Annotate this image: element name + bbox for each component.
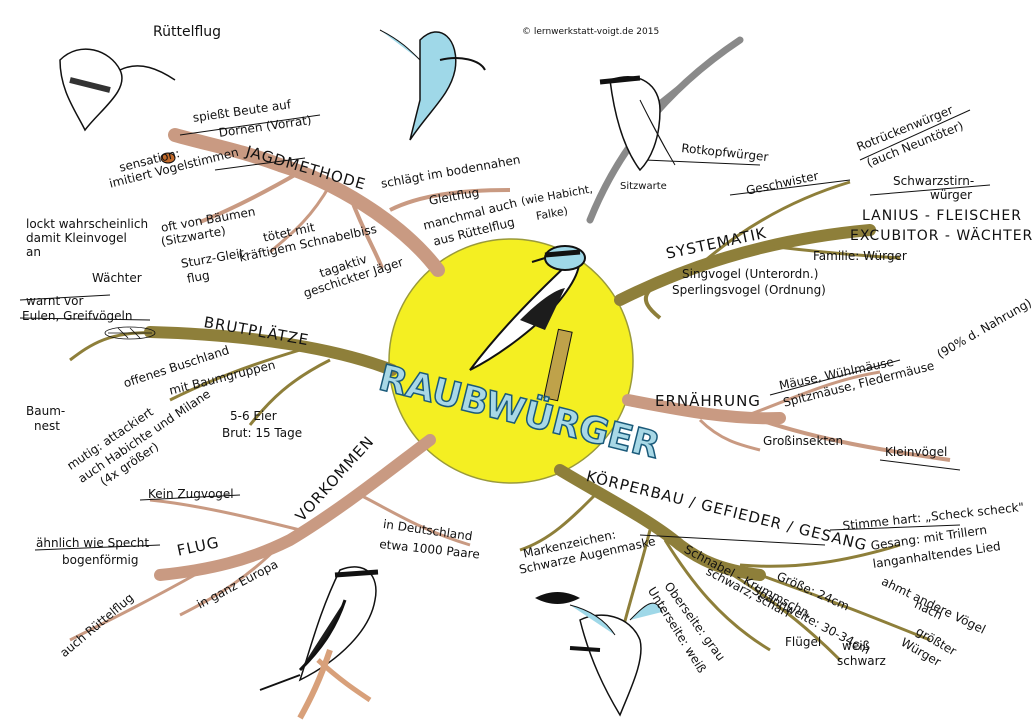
brut-item-1: warnt vor <box>26 294 84 308</box>
jagd-item-4: lockt wahrscheinlich <box>26 217 149 231</box>
nest-net-icon <box>104 326 156 340</box>
acorn-icon <box>160 152 176 164</box>
branch-label-ernaehrung: ERNÄHRUNG <box>655 392 761 410</box>
bird-top-left-flying <box>59 48 176 132</box>
eye-mask-icon <box>535 592 580 604</box>
koerp-item-9: weiß <box>842 639 871 653</box>
bird-sitzwarte <box>599 75 676 172</box>
branch-systematik <box>614 180 901 320</box>
branch-vorkommen <box>69 434 471 642</box>
center-sun <box>388 238 634 484</box>
sys-item-6: würger <box>930 188 973 202</box>
sys-item-10: Singvogel (Unterordn.) <box>682 267 819 281</box>
bird-center <box>469 245 586 402</box>
brut-item-2: Eulen, Greifvögeln <box>22 309 133 323</box>
brut-item-6: nest <box>34 419 60 433</box>
brut-item-10: 5-6 Eier <box>230 409 277 423</box>
ern-item-3: Großinsekten <box>763 434 844 448</box>
koerp-item-8: Flügel <box>785 635 822 649</box>
sys-item-5: Schwarzstirn- <box>893 174 975 188</box>
branch-jagdmethode <box>168 128 511 277</box>
flug-item-0: ähnlich wie Specht <box>36 536 150 550</box>
bird-bottom-perched <box>259 566 379 720</box>
bird-bottom-flying <box>569 602 663 717</box>
sys-item-7: LANIUS - FLEISCHER <box>862 208 1022 224</box>
brut-item-0: Wächter <box>92 271 142 285</box>
brut-item-5: Baum- <box>26 404 66 418</box>
branch-ernaehrung <box>622 370 951 462</box>
ern-item-4: Kleinvögel <box>885 445 948 459</box>
title-ruettelflug: Rüttelflug <box>153 24 222 40</box>
bird-top-flying <box>379 29 486 141</box>
vork-item-0: Kein Zugvogel <box>148 487 234 501</box>
koerp-item-10: schwarz <box>837 654 886 668</box>
sys-item-9: Familie: Würger <box>813 249 907 263</box>
branch-koerperbau <box>519 464 931 662</box>
brut-item-11: Brut: 15 Tage <box>222 426 303 440</box>
center-title: RAUBWÜRGER <box>374 356 665 468</box>
copyright-text: © lernwerkstatt-voigt.de 2015 <box>522 27 660 37</box>
jagd-item-6: an <box>26 245 41 259</box>
perch-branch <box>586 36 744 224</box>
sys-item-8: EXCUBITOR - WÄCHTER <box>850 228 1034 244</box>
jagd-item-5: damit Kleinvogel <box>26 231 127 245</box>
underlines <box>19 109 991 551</box>
flug-item-1: bogenförmig <box>62 553 139 567</box>
sys-item-1: Sitzwarte <box>620 181 667 192</box>
sys-item-11: Sperlingsvogel (Ordnung) <box>672 283 826 297</box>
branch-brutplaetze <box>69 326 398 426</box>
